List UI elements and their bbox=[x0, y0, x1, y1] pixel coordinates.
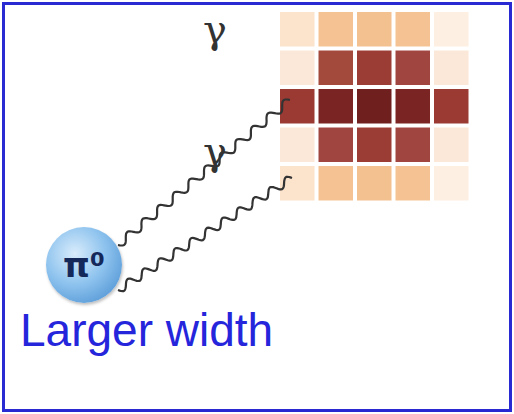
pion-circle: π⁰ bbox=[46, 227, 122, 303]
calorimeter-cell bbox=[395, 165, 432, 202]
calorimeter-cell bbox=[433, 11, 470, 48]
calorimeter-cell bbox=[279, 127, 316, 164]
calorimeter-cell bbox=[318, 165, 355, 202]
calorimeter-cell bbox=[433, 165, 470, 202]
calorimeter-cell bbox=[395, 11, 432, 48]
calorimeter-cell bbox=[395, 50, 432, 87]
calorimeter-cell bbox=[433, 50, 470, 87]
calorimeter-cell bbox=[395, 88, 432, 125]
particle-label: π⁰ bbox=[63, 245, 105, 285]
calorimeter-cell bbox=[433, 127, 470, 164]
photon-label: γ bbox=[203, 128, 227, 174]
calorimeter-cell bbox=[318, 50, 355, 87]
calorimeter-cell bbox=[356, 127, 393, 164]
calorimeter-cell bbox=[356, 165, 393, 202]
calorimeter-cell bbox=[318, 11, 355, 48]
calorimeter-cell bbox=[318, 88, 355, 125]
photon-line bbox=[118, 177, 292, 291]
photon-line bbox=[118, 100, 290, 246]
calorimeter-grid bbox=[279, 11, 470, 202]
photon-label: γ bbox=[203, 6, 227, 52]
calorimeter-cell bbox=[356, 88, 393, 125]
calorimeter-cell bbox=[279, 50, 316, 87]
calorimeter-cell bbox=[356, 50, 393, 87]
caption-text: Larger width bbox=[20, 303, 273, 357]
calorimeter-cell bbox=[318, 127, 355, 164]
calorimeter-cell bbox=[279, 88, 316, 125]
calorimeter-cell bbox=[279, 11, 316, 48]
calorimeter-cell bbox=[356, 11, 393, 48]
calorimeter-cell bbox=[395, 127, 432, 164]
calorimeter-cell bbox=[433, 88, 470, 125]
